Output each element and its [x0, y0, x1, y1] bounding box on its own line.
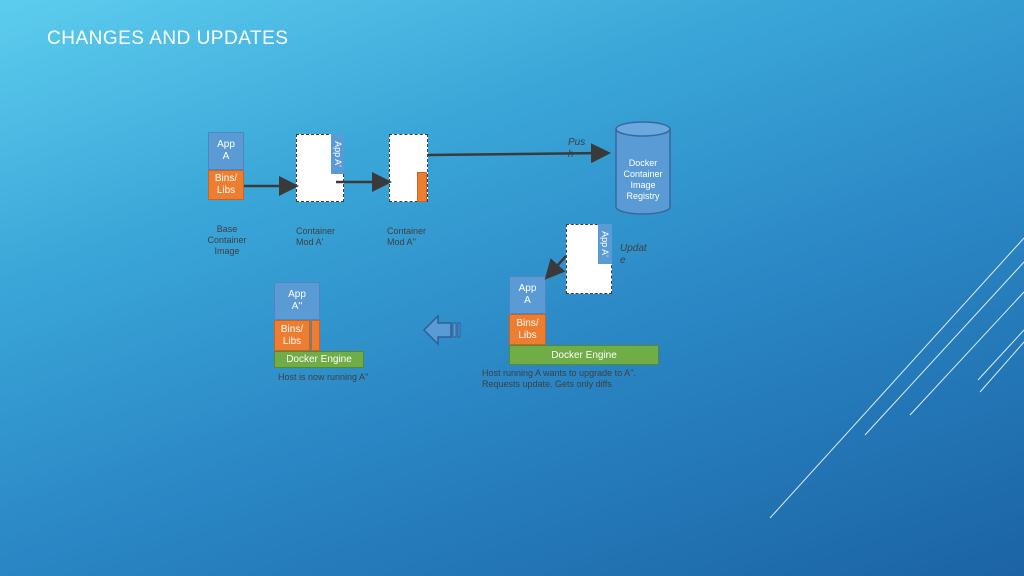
host-right-docker-engine: Docker Engine	[509, 345, 659, 365]
update-container-app: App A'	[598, 224, 612, 264]
host-left-app-box: App A''	[274, 282, 320, 320]
host-right-caption: Host running A wants to upgrade to A''. …	[482, 368, 637, 389]
container-mod-a2-layer	[417, 172, 427, 202]
big-left-arrow	[422, 314, 461, 346]
host-left-docker-engine: Docker Engine	[274, 351, 364, 368]
update-label: Updat e	[620, 243, 647, 266]
base-image-caption: Base Container Image	[207, 224, 247, 256]
host-left-caption: Host is now running A''	[278, 372, 369, 382]
host-right-app-box: App A	[509, 276, 546, 314]
registry-label: Docker Container Image Registry	[623, 158, 663, 201]
arrow-push	[427, 143, 611, 164]
container-mod-a2-caption: Container Mod A''	[387, 226, 427, 247]
slide-title: CHANGES AND UPDATES	[47, 28, 289, 49]
host-left-bins-box: Bins/ Libs	[274, 320, 310, 351]
host-right-bins-box: Bins/ Libs	[509, 314, 546, 345]
container-mod-a1-caption: Container Mod A'	[296, 226, 336, 247]
container-mod-a1-app: App A'	[331, 134, 344, 174]
arrow-update	[544, 255, 567, 280]
base-bins-box: Bins/ Libs	[208, 170, 244, 200]
base-app-box: App A	[208, 132, 244, 170]
host-left-extra-layer	[311, 320, 320, 351]
